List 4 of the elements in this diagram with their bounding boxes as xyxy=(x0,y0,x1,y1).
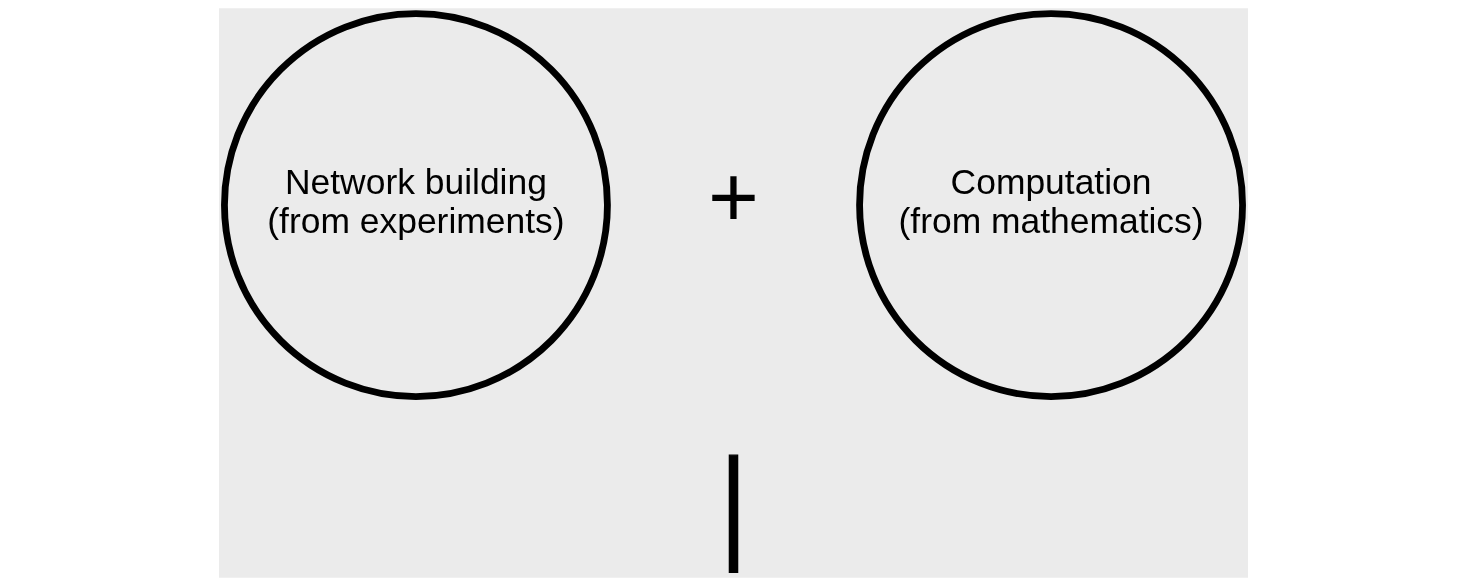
label: + xyxy=(707,148,759,246)
node-circle: Computation (from mathematics) xyxy=(855,10,1246,400)
node-bar xyxy=(728,454,738,574)
node-circle: Network building (from experiments) xyxy=(220,10,611,400)
